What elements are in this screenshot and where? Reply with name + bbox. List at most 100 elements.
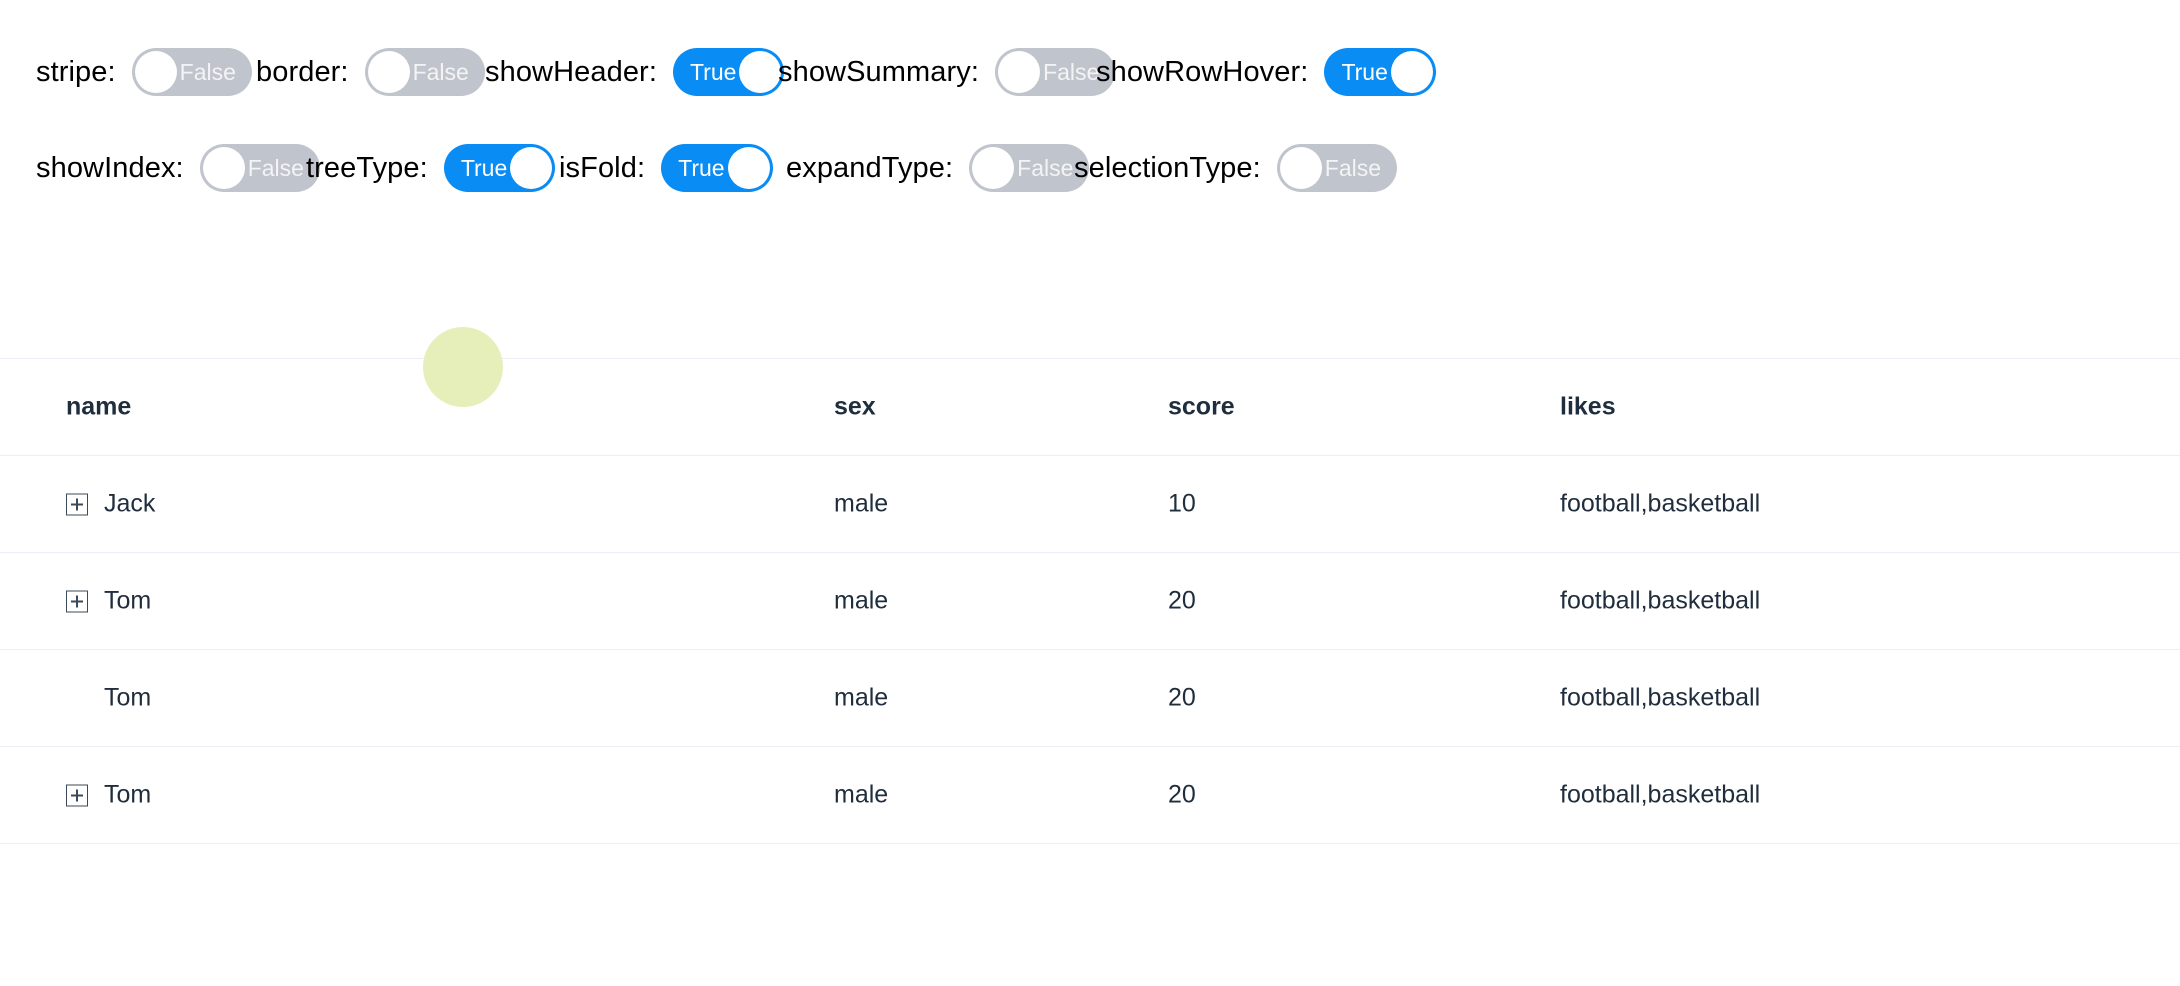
table-cell-likes: football,basketball (1557, 746, 2180, 844)
table-header-label-likes: likes (1560, 392, 1616, 421)
switch-value-is-fold: True (678, 154, 725, 181)
control-show-summary: showSummary: False (778, 48, 1116, 96)
switch-knob-selection-type[interactable] (1279, 147, 1322, 189)
control-show-header: showHeader: True (485, 48, 785, 96)
table-cell-name: Tom (0, 746, 830, 844)
switch-knob-show-index[interactable] (202, 147, 245, 189)
table-cell-likes: football,basketball (1557, 455, 2180, 553)
control-label-border: border: (256, 55, 349, 88)
name-cell: Tom (22, 586, 152, 615)
switch-selection-type[interactable]: False (1276, 144, 1398, 192)
switch-show-row-hover[interactable]: True (1324, 48, 1436, 96)
table-cell-sex: male (830, 746, 1165, 844)
switch-knob-expand-type[interactable] (972, 147, 1015, 189)
row-sex-text: male (834, 683, 889, 712)
table-cell-sex: male (830, 649, 1165, 747)
table-cell-name: Tom (0, 649, 830, 747)
control-label-show-index: showIndex: (36, 151, 184, 184)
expand-plus-icon[interactable] (66, 493, 88, 515)
switch-show-index[interactable]: False (199, 144, 320, 192)
expand-plus-icon[interactable] (66, 590, 88, 612)
row-name-text: Tom (104, 780, 152, 809)
row-score-text: 20 (1168, 780, 1196, 809)
control-border: border: False (256, 48, 485, 96)
control-label-show-summary: showSummary: (778, 55, 980, 88)
name-cell: Jack (22, 489, 156, 518)
control-label-stripe: stripe: (36, 55, 116, 88)
table-cell-score: 20 (1165, 746, 1557, 844)
switch-border[interactable]: False (364, 48, 485, 96)
switch-is-fold[interactable]: True (661, 144, 773, 192)
control-stripe: stripe: False (36, 48, 252, 96)
row-sex-text: male (834, 586, 889, 615)
row-likes-text: football,basketball (1560, 586, 1761, 615)
table-header-label-name: name (66, 392, 132, 421)
switch-value-border: False (412, 58, 469, 85)
row-likes-text: football,basketball (1560, 489, 1761, 518)
switch-knob-stripe[interactable] (134, 51, 177, 93)
table-header-cell-likes: likes (1557, 358, 2180, 456)
name-cell: Tom (22, 683, 152, 712)
control-label-is-fold: isFold: (559, 151, 646, 184)
control-label-expand-type: expandType: (786, 151, 954, 184)
table-cell-likes: football,basketball (1557, 552, 2180, 650)
switch-show-summary[interactable]: False (995, 48, 1116, 96)
table-cell-score: 10 (1165, 455, 1557, 553)
switch-knob-show-header[interactable] (739, 51, 782, 93)
control-label-show-row-hover: showRowHover: (1096, 55, 1309, 88)
control-label-tree-type: treeType: (306, 151, 428, 184)
control-tree-type: treeType: True (306, 144, 556, 192)
control-show-index: showIndex: False (36, 144, 320, 192)
switch-knob-show-summary[interactable] (998, 51, 1041, 93)
row-sex-text: male (834, 489, 889, 518)
switch-value-selection-type: False (1324, 154, 1382, 181)
switch-knob-border[interactable] (367, 51, 410, 93)
switch-show-header[interactable]: True (672, 48, 785, 96)
row-score-text: 10 (1168, 489, 1196, 518)
table-row[interactable]: Jack male 10 football,basketball (0, 455, 2180, 553)
table-row[interactable]: Tom male 20 football,basketball (0, 552, 2180, 650)
control-label-show-header: showHeader: (485, 55, 657, 88)
table-row[interactable]: Tom male 20 football,basketball (0, 746, 2180, 844)
switch-stripe[interactable]: False (131, 48, 252, 96)
table-header-cell-sex: sex (830, 358, 1165, 456)
control-selection-type: selectionType: False (1074, 144, 1398, 192)
switch-knob-show-row-hover[interactable] (1390, 51, 1433, 93)
control-show-row-hover: showRowHover: True (1096, 48, 1436, 96)
switch-value-show-row-hover: True (1341, 58, 1388, 85)
name-cell: Tom (22, 780, 152, 809)
control-label-selection-type: selectionType: (1074, 151, 1261, 184)
switch-value-show-summary: False (1043, 58, 1100, 85)
table-cell-name: Tom (0, 552, 830, 650)
table-cell-likes: football,basketball (1557, 649, 2180, 747)
switch-value-stripe: False (179, 58, 236, 85)
row-likes-text: football,basketball (1560, 780, 1761, 809)
row-score-text: 20 (1168, 586, 1196, 615)
table-cell-name: Jack (0, 455, 830, 553)
table-header-cell-score: score (1165, 358, 1557, 456)
control-is-fold: isFold: True (559, 144, 773, 192)
table-row[interactable]: Tom male 20 football,basketball (0, 649, 2180, 747)
switch-tree-type[interactable]: True (443, 144, 556, 192)
row-name-text: Tom (104, 683, 152, 712)
expand-plus-icon[interactable] (66, 784, 88, 806)
row-score-text: 20 (1168, 683, 1196, 712)
table-cell-score: 20 (1165, 649, 1557, 747)
table-cell-sex: male (830, 455, 1165, 553)
switch-knob-tree-type[interactable] (510, 147, 553, 189)
switch-expand-type[interactable]: False (969, 144, 1090, 192)
table-header-label-score: score (1168, 392, 1235, 421)
table-cell-sex: male (830, 552, 1165, 650)
table-cell-score: 20 (1165, 552, 1557, 650)
switch-knob-is-fold[interactable] (727, 147, 770, 189)
row-name-text: Tom (104, 586, 152, 615)
row-name-text: Jack (104, 489, 156, 518)
row-sex-text: male (834, 780, 889, 809)
table-header-cell-name: name (0, 358, 830, 456)
